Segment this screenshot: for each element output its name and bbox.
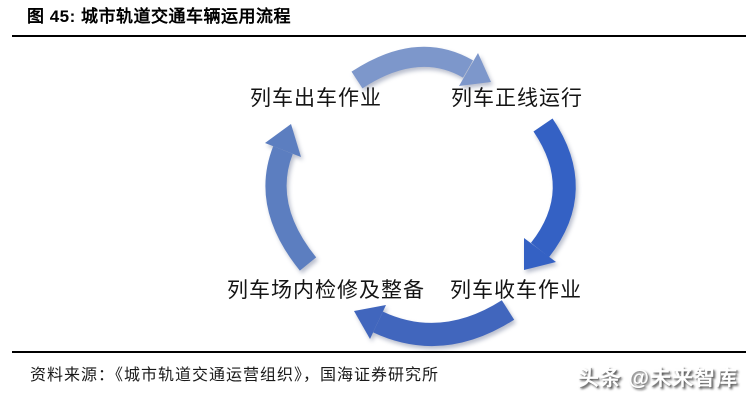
source-attribution: 资料来源：《城市轨道交通运营组织》，国海证券研究所: [30, 365, 440, 384]
arrow-shaft: [530, 118, 576, 258]
node-mainline-operation: 列车正线运行: [451, 86, 583, 110]
arrow-mainline-to-return: [524, 118, 576, 270]
title-divider-line: [12, 35, 746, 37]
arrow-return-to-maintenance: [354, 300, 515, 346]
arrow-head: [265, 124, 301, 157]
arrow-shaft: [373, 300, 515, 346]
footer-divider-line: [12, 351, 746, 353]
arrow-head: [524, 238, 556, 270]
arrow-shaft: [265, 146, 317, 271]
node-train-departure: 列车出车作业: [250, 86, 382, 110]
arrow-shaft: [351, 46, 474, 89]
figure-title: 图 45: 城市轨道交通车辆运用流程: [27, 7, 292, 26]
toutiao-watermark: 头条 @未来智库: [577, 367, 738, 390]
node-depot-maintenance: 列车场内检修及整备: [227, 278, 425, 302]
arrow-depart-to-mainline: [351, 46, 491, 89]
node-train-return: 列车收车作业: [450, 278, 582, 302]
arrow-head: [354, 305, 386, 339]
arrow-head: [459, 53, 491, 86]
arrow-maintenance-to-depart: [265, 124, 317, 271]
